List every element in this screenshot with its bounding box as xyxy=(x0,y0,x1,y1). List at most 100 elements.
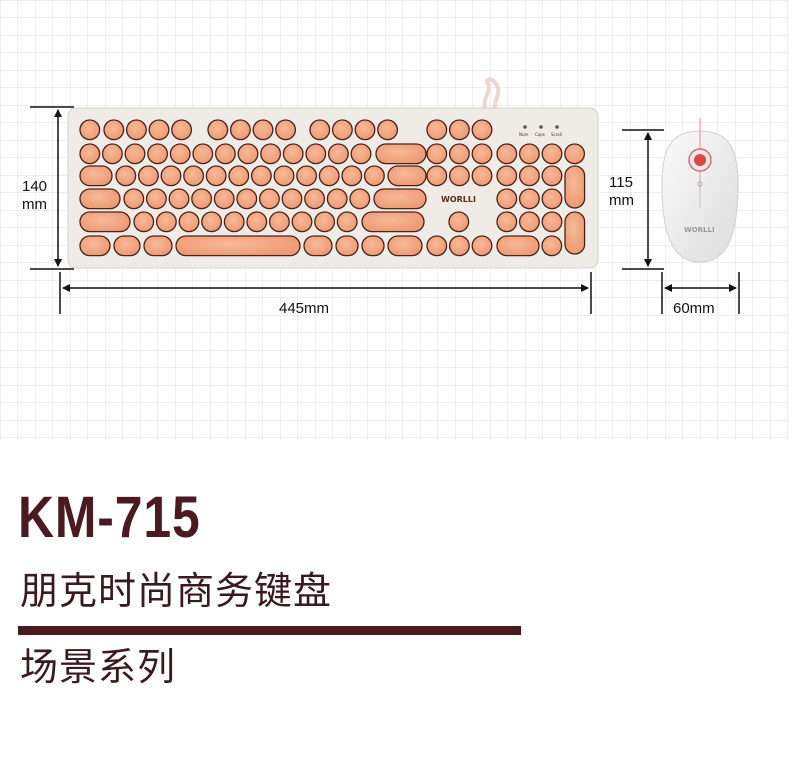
keycap xyxy=(175,235,301,257)
keycap xyxy=(171,119,193,141)
keycap xyxy=(496,211,518,233)
keycap xyxy=(426,235,448,257)
keycap xyxy=(147,143,169,165)
keycap xyxy=(541,211,563,233)
keyboard-cable xyxy=(482,77,501,112)
keycap xyxy=(564,143,586,165)
keycap xyxy=(518,165,540,187)
keycap xyxy=(124,143,146,165)
keycap xyxy=(125,119,147,141)
keycap xyxy=(281,188,303,210)
keycap xyxy=(448,211,470,233)
keycap xyxy=(341,165,363,187)
keycap xyxy=(354,119,376,141)
keyboard-keys xyxy=(79,119,586,257)
keycap xyxy=(496,235,540,257)
keycap xyxy=(250,165,272,187)
keycap xyxy=(103,119,125,141)
keycap xyxy=(137,165,159,187)
keycap xyxy=(471,143,493,165)
keycap xyxy=(246,211,268,233)
keycap xyxy=(331,119,353,141)
keycap xyxy=(373,188,427,210)
keycap xyxy=(201,211,223,233)
keycap xyxy=(236,188,258,210)
mouse: WORLLI xyxy=(661,118,739,263)
keycap xyxy=(496,165,518,187)
keycap xyxy=(448,143,470,165)
keycap xyxy=(518,143,540,165)
keycap xyxy=(336,211,358,233)
keycap xyxy=(123,188,145,210)
keycap xyxy=(260,143,282,165)
keyboard-height-label: 140 mm xyxy=(22,178,48,213)
keycap xyxy=(143,235,173,257)
keycap xyxy=(205,165,227,187)
keycap xyxy=(541,165,563,187)
keycap xyxy=(115,165,137,187)
keycap xyxy=(326,188,348,210)
indicator-scroll: Scroll xyxy=(551,132,562,137)
keycap xyxy=(471,119,493,141)
keycap xyxy=(273,165,295,187)
keycap xyxy=(223,211,245,233)
keycap xyxy=(101,143,123,165)
title-divider xyxy=(18,626,521,635)
keycap xyxy=(518,188,540,210)
indicator-caps: Caps xyxy=(535,132,545,137)
keycap xyxy=(335,235,359,257)
keycap xyxy=(291,211,313,233)
keycap xyxy=(305,143,327,165)
keycap xyxy=(79,119,101,141)
keycap xyxy=(426,119,448,141)
keycap xyxy=(387,235,423,257)
mouse-width-label: 60mm xyxy=(673,300,715,317)
keycap xyxy=(448,235,470,257)
keycap xyxy=(258,188,280,210)
keycap xyxy=(363,165,385,187)
keycap xyxy=(160,165,182,187)
indicator-num: Num xyxy=(519,132,529,137)
keycap xyxy=(192,143,214,165)
keycap xyxy=(426,143,448,165)
keycap xyxy=(471,165,493,187)
keycap xyxy=(518,211,540,233)
product-subtitle: 朋克时尚商务键盘 xyxy=(20,569,333,613)
keycap xyxy=(296,165,318,187)
keycap xyxy=(387,165,427,187)
keycap xyxy=(228,165,250,187)
keycap xyxy=(155,211,177,233)
keycap xyxy=(252,119,274,141)
keycap xyxy=(79,211,131,233)
keycap xyxy=(327,143,349,165)
keycap xyxy=(426,165,448,187)
keycap xyxy=(169,143,191,165)
keycap xyxy=(268,211,290,233)
keycap xyxy=(541,143,563,165)
mouse-brand-logo: WORLLI xyxy=(684,226,715,234)
keycap xyxy=(361,235,385,257)
product-photo: Num Caps Scroll WORLLI WORLLI xyxy=(0,0,790,440)
keycap xyxy=(377,119,399,141)
keycap xyxy=(79,188,121,210)
keycap xyxy=(564,165,586,209)
keycap xyxy=(229,119,251,141)
keycap xyxy=(133,211,155,233)
keyboard-brand-logo: WORLLI xyxy=(441,195,476,204)
keycap xyxy=(213,188,235,210)
model-number: KM-715 xyxy=(18,485,201,550)
keycap xyxy=(361,211,425,233)
keycap xyxy=(318,165,340,187)
keycap xyxy=(79,143,101,165)
keycap xyxy=(207,119,229,141)
keycap xyxy=(471,235,493,257)
series-title: 场景系列 xyxy=(20,645,177,689)
keycap xyxy=(375,143,427,165)
mouse-height-label: 115 mm xyxy=(609,174,634,209)
keycap xyxy=(113,235,141,257)
keycap xyxy=(349,188,371,210)
keycap xyxy=(303,235,333,257)
keycap xyxy=(304,188,326,210)
keycap xyxy=(448,119,470,141)
keycap xyxy=(541,188,563,210)
